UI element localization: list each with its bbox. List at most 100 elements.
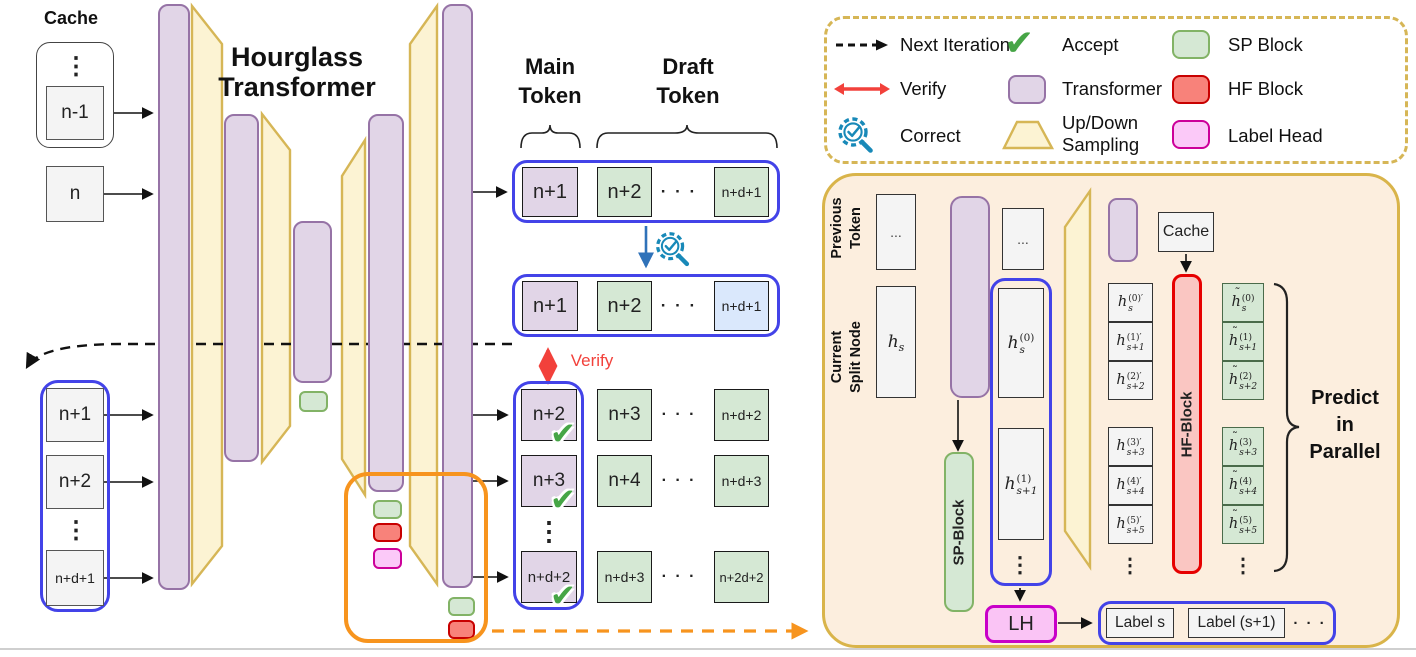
- sp-block: SP-Block: [944, 452, 974, 612]
- out-row2-draft-2: n+d+3: [714, 455, 769, 507]
- ht-box-1: h˜(1)s+1: [1222, 322, 1264, 361]
- sp-block-chip-4: [373, 500, 402, 519]
- draft-token-brace: [596, 124, 778, 149]
- hidden-state-h1-box: h(1)s+1: [998, 428, 1044, 540]
- hp-box-0: h(0)′s: [1108, 283, 1153, 322]
- labels-ellipsis: · · ·: [1293, 614, 1327, 632]
- out-row2-main-token: n+3: [521, 455, 577, 507]
- label-head-block: LH: [985, 605, 1057, 643]
- row2-ellipsis: · · ·: [660, 296, 698, 315]
- previous-token-box: ...: [876, 194, 916, 270]
- predict-line-3: Parallel: [1309, 440, 1381, 463]
- correct-legend-icon: [838, 117, 873, 153]
- title-line-1: Hourglass: [230, 41, 364, 72]
- panel-transformer-block: [950, 196, 990, 398]
- input-token-box: n: [46, 166, 104, 222]
- labels-container: [1098, 601, 1336, 645]
- out-row3-draft-1: n+d+3: [597, 551, 652, 603]
- panel-transformer-chip: [1108, 198, 1138, 262]
- row1-draft-token-2: n+d+1: [714, 167, 769, 217]
- downsample-funnel-1: [190, 2, 224, 588]
- row1-main-token: n+1: [522, 167, 578, 217]
- current-split-line-2: Split Node: [848, 321, 864, 393]
- legend-transformer-label: Transformer: [1062, 78, 1163, 99]
- detail-highlight-box: [344, 472, 488, 643]
- row2-draft-token-2: n+d+1: [714, 281, 769, 331]
- next-iteration-token-group: [40, 380, 110, 612]
- next-token-box-3: n+d+1: [46, 550, 104, 606]
- next-iteration-dashed-arrow: [25, 342, 512, 370]
- out-row3-ellipsis: · · ·: [661, 568, 697, 585]
- hp-column-ellipsis: ⋮: [1120, 554, 1140, 577]
- legend-box: [824, 16, 1408, 164]
- previous-token-line-1: Previous: [829, 197, 846, 259]
- hp-box-3: h(3)′s+3: [1108, 427, 1153, 466]
- transformer-block-5: [442, 4, 473, 588]
- hidden-state-ellipsis: ⋮: [1009, 552, 1031, 578]
- current-split-line-1: Current: [829, 330, 846, 384]
- transformer-block-4: [368, 114, 404, 492]
- out-row3-draft-2: n+2d+2: [714, 551, 769, 603]
- cache-ellipsis: ⋮: [64, 52, 88, 80]
- hp-box-4: h(4)′s+4: [1108, 466, 1153, 505]
- upsample-funnel-2: [408, 2, 439, 588]
- hidden-state-h0-box: h(0)s: [998, 288, 1044, 398]
- legend-accept-label: Accept: [1062, 34, 1119, 55]
- label-head-chip-4: [373, 548, 402, 569]
- updown-sampling-icon: [1002, 120, 1054, 150]
- hf-block-legend-swatch: [1172, 75, 1210, 104]
- diagram-title: Hourglass Transformer: [182, 40, 412, 104]
- out-row1-draft-1: n+3: [597, 389, 652, 441]
- out-column-ellipsis: ⋮: [536, 515, 562, 546]
- hf-block-label: HF-Block: [1178, 391, 1196, 457]
- ht-box-2: h˜(2)s+2: [1222, 361, 1264, 400]
- transformer-block-2: [224, 114, 259, 462]
- legend-label-head-label: Label Head: [1228, 125, 1323, 146]
- hf-block: HF-Block: [1172, 274, 1202, 574]
- out-row2-draft-1: n+4: [597, 455, 652, 507]
- ht-box-4: h˜(4)s+4: [1222, 466, 1264, 505]
- corrected-row-container: [512, 274, 780, 337]
- hidden-prev-box: ...: [1002, 208, 1044, 270]
- transformer-block-middle: [293, 221, 332, 383]
- row2-main-token: n+1: [522, 281, 578, 331]
- transformer-block-1: [158, 4, 190, 590]
- hp-box-5: h(5)′s+5: [1108, 505, 1153, 544]
- sp-block-chip-middle: [299, 391, 328, 412]
- next-token-box-1: n+1: [46, 388, 104, 442]
- panel-upsample-funnel: [1063, 187, 1092, 571]
- main-token-header: Main Token: [508, 48, 592, 116]
- predict-line-2: in: [1336, 413, 1354, 436]
- legend-verify-label: Verify: [900, 78, 947, 99]
- accept-legend-icon: ✔: [1004, 23, 1035, 64]
- row1-ellipsis: · · ·: [660, 182, 698, 201]
- label-s-box: Label s: [1106, 608, 1174, 638]
- legend-sp-block-label: SP Block: [1228, 34, 1303, 55]
- legend-hf-block-label: HF Block: [1228, 78, 1304, 99]
- hidden-state-container: [990, 278, 1052, 586]
- cache-token-box: n-1: [46, 86, 104, 140]
- upsample-funnel-1: [340, 135, 367, 500]
- draft-header-line-1: Draft: [662, 54, 714, 80]
- panel-cache-box: Cache: [1158, 212, 1214, 252]
- previous-token-label: Previous Token: [827, 182, 867, 274]
- sp-block-legend-swatch: [1172, 30, 1210, 59]
- label-head-text: LH: [1008, 612, 1034, 635]
- legend-next-iteration-label: Next Iteration: [900, 34, 1011, 55]
- out-row1-ellipsis: · · ·: [661, 406, 697, 423]
- legend-updown-label: Up/Down Sampling: [1062, 110, 1162, 158]
- next-token-ellipsis: ⋮: [64, 516, 88, 544]
- draft-token-header: Draft Token: [628, 48, 748, 116]
- predict-in-parallel-label: Predict in Parallel: [1300, 386, 1390, 464]
- verify-icon: [834, 83, 890, 95]
- cache-heading: Cache: [43, 7, 99, 28]
- predict-parallel-brace: [1273, 282, 1300, 573]
- ht-column-ellipsis: ⋮: [1233, 554, 1253, 577]
- main-token-brace: [520, 124, 581, 149]
- out-row1-main-token: n+2: [521, 389, 577, 441]
- draft-row-container: [512, 160, 780, 223]
